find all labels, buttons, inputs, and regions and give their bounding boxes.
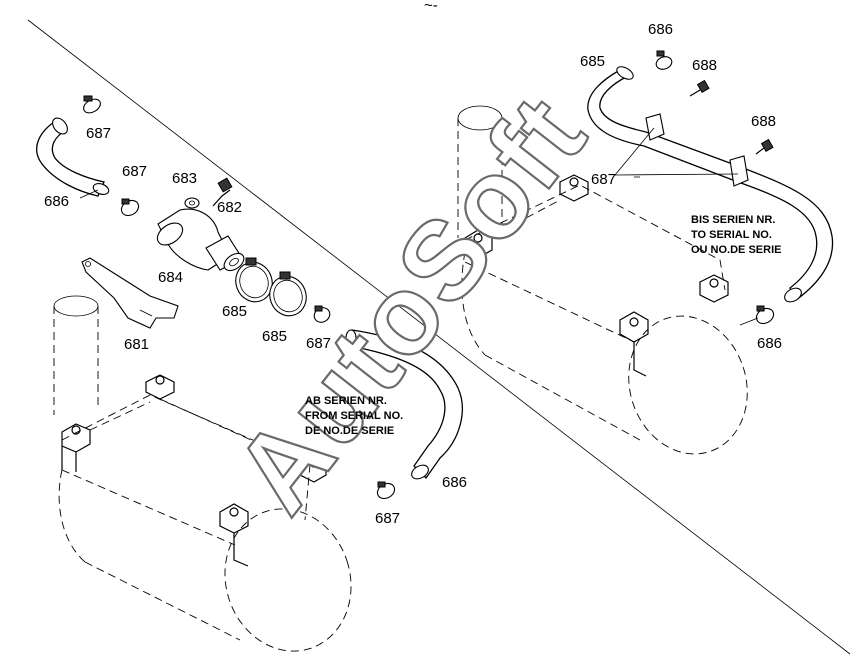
- label-687-right: 687: [591, 171, 616, 188]
- bolt-688-b: [755, 138, 774, 155]
- leader-lines: [79, 127, 759, 326]
- bolt-682: [212, 177, 233, 207]
- label-687-b: 687: [122, 163, 147, 180]
- clamp-685-left-a: [235, 257, 273, 303]
- hose-right: [587, 66, 834, 303]
- left-muffler: [53, 295, 352, 652]
- note-ab-line-1: AB SERIEN NR.: [305, 395, 387, 407]
- label-682: 682: [217, 199, 242, 216]
- label-683: 683: [172, 170, 197, 187]
- clamp-686-top-right: [655, 50, 673, 70]
- label-681: 681: [124, 336, 149, 353]
- label-686-right: 686: [757, 335, 782, 352]
- label-684: 684: [158, 269, 183, 286]
- clamp-686-right: [755, 305, 775, 325]
- clamp-687-mid-left: [120, 198, 140, 217]
- label-685-top-right: 685: [580, 53, 605, 70]
- label-687-c: 687: [306, 335, 331, 352]
- note-ab-line-2: FROM SERIAL NO.: [305, 410, 403, 422]
- label-688-a: 688: [692, 57, 717, 74]
- label-687-d: 687: [375, 510, 400, 527]
- silencer-684: [156, 208, 245, 272]
- note-bis-line-2: TO SERIAL NO.: [691, 229, 772, 241]
- clamp-687-top-left: [83, 95, 101, 114]
- label-686-top-right: 686: [648, 21, 673, 38]
- label-686-a: 686: [44, 193, 69, 210]
- label-686-b: 686: [442, 474, 467, 491]
- clamp-687-bottom: [376, 481, 396, 500]
- clamp-685-left-b: [269, 271, 307, 317]
- clamp-687-lower-left: [313, 305, 331, 323]
- label-685-a: 685: [222, 303, 247, 320]
- autosoft-watermark: AutoSoft: [210, 73, 609, 535]
- bracket-681: [81, 257, 179, 329]
- separator-line: [27, 19, 851, 655]
- note-to-serial: BIS SERIEN NR. TO SERIAL NO. OU NO.DE SE…: [691, 214, 781, 256]
- label-688-b: 688: [751, 113, 776, 130]
- note-bis-line-1: BIS SERIEN NR.: [691, 214, 775, 226]
- label-687-a: 687: [86, 125, 111, 142]
- right-muffler: [457, 105, 748, 455]
- hose-686-upper-left: [36, 117, 110, 197]
- note-bis-line-3: OU NO.DE SERIE: [691, 244, 781, 256]
- note-from-serial: AB SERIEN NR. FROM SERIAL NO. DE NO.DE S…: [305, 395, 403, 437]
- washer-683: [184, 197, 200, 209]
- bolt-688-a: [689, 79, 710, 97]
- top-mark: ~-: [424, 0, 438, 14]
- label-685-b: 685: [262, 328, 287, 345]
- note-ab-line-3: DE NO.DE SERIE: [305, 425, 394, 437]
- part-labels: 686 685 688 688 687 686 687 686 687 683 …: [44, 21, 782, 527]
- hose-686-lower-left: [345, 329, 463, 480]
